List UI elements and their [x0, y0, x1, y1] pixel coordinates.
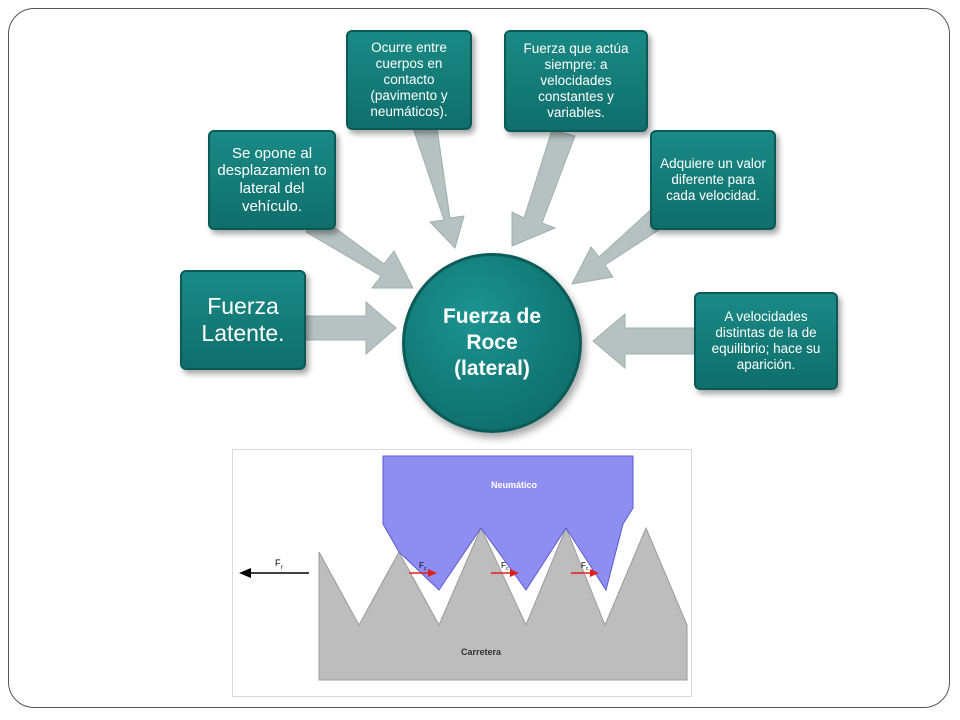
contact-force-3-label: F [581, 561, 586, 570]
tire-road-figure: Neumático Carretera F r F c F c F c [232, 449, 692, 697]
node-aparicion: A velocidades distintas de la de equilib… [694, 292, 838, 390]
node-contacto: Ocurre entre cuerpos en contacto (pavime… [346, 30, 472, 130]
node-valor: Adquiere un valor diferente para cada ve… [650, 130, 776, 230]
contact-force-1-sub: c [424, 566, 427, 572]
contact-force-2-label: F [501, 561, 506, 570]
node-contacto-text: Ocurre entre cuerpos en contacto (pavime… [370, 40, 448, 119]
hub-fuerza-de-roce: Fuerza de Roce (lateral) [402, 253, 582, 433]
arrow-latente [299, 300, 397, 356]
node-desplazamiento-text: Se opone al desplazamien to lateral del … [217, 144, 327, 215]
arrow-contacto [412, 127, 465, 249]
force-total-arrow: F r [239, 558, 309, 578]
node-valor-text: Adquiere un valor diferente para cada ve… [660, 156, 766, 203]
node-fuerza-latente: Fuerza Latente. [180, 270, 306, 370]
force-total-label: F [275, 558, 281, 568]
road-label: Carretera [461, 647, 502, 657]
tire-road-diagram: Neumático Carretera F r F c F c F c [239, 455, 688, 681]
force-total-sub: r [281, 565, 283, 571]
contact-force-1: F c [409, 561, 437, 577]
node-fuerza-latente-text: Fuerza Latente. [201, 292, 285, 346]
arrow-aparicion [592, 312, 697, 370]
contact-force-3: F c [571, 561, 599, 577]
contact-force-3-sub: c [586, 566, 589, 572]
node-desplazamiento: Se opone al desplazamien to lateral del … [208, 130, 336, 230]
contact-force-1-label: F [419, 561, 424, 570]
hub-label: Fuerza de Roce (lateral) [442, 304, 542, 381]
node-aparicion-text: A velocidades distintas de la de equilib… [711, 309, 821, 372]
arrow-valor [571, 204, 669, 285]
contact-force-2: F c [491, 561, 519, 577]
node-siempre: Fuerza que actúa siempre: a velocidades … [504, 30, 648, 132]
arrow-siempre [511, 129, 576, 247]
tire-label: Neumático [491, 480, 538, 490]
tire-shape [382, 455, 634, 592]
contact-force-2-sub: c [506, 566, 509, 572]
arrow-desplazamiento [305, 215, 414, 289]
node-siempre-text: Fuerza que actúa siempre: a velocidades … [523, 41, 629, 120]
